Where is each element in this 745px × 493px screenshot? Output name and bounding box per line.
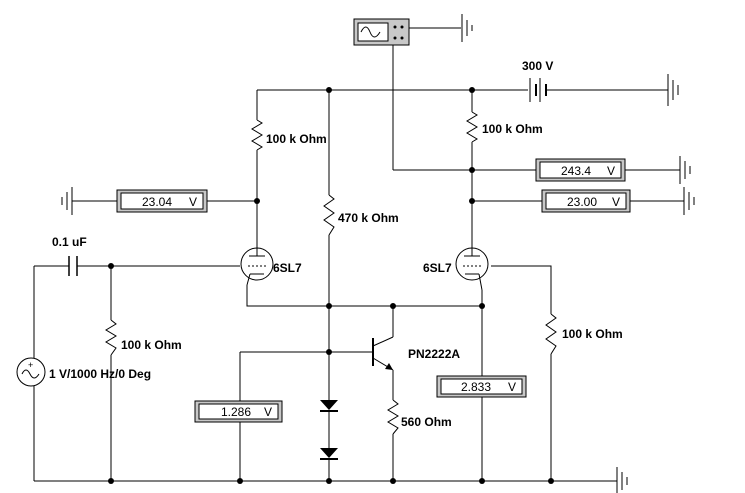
ac-source-icon: + <box>16 357 46 387</box>
resistor-icon <box>387 399 399 435</box>
svg-text:+: + <box>28 360 33 370</box>
meter5-unit: V <box>508 380 516 394</box>
r-grid2-label: 100 k Ohm <box>562 327 623 341</box>
resistor-icon <box>545 313 557 355</box>
ground-icon <box>667 74 679 106</box>
tube2-label: 6SL7 <box>423 261 452 275</box>
voltmeter-5[interactable]: 2.833 V <box>436 375 527 398</box>
meter3-unit: V <box>612 195 620 209</box>
ground-icon <box>679 156 691 184</box>
r-grid-label: 100 k Ohm <box>121 338 182 352</box>
voltmeter-4[interactable]: 1.286 V <box>194 400 283 423</box>
junction-dots <box>108 87 554 484</box>
meter3-value: 23.00 <box>567 195 597 209</box>
tube1-label: 6SL7 <box>273 261 302 275</box>
battery-label: 300 V <box>522 59 553 73</box>
meter2-unit: V <box>607 164 615 178</box>
transistor-icon <box>372 336 394 371</box>
source-label: 1 V/1000 Hz/0 Deg <box>49 367 151 381</box>
resistor-icon <box>105 319 117 356</box>
resistor-icon <box>251 119 263 151</box>
resistor-icon <box>323 194 335 236</box>
ground-icon <box>616 467 628 493</box>
meter1-unit: V <box>189 195 197 209</box>
r-plate1-label: 100 k Ohm <box>266 132 327 146</box>
meter1-value: 23.04 <box>142 195 172 209</box>
wiring <box>33 45 684 482</box>
r-470-label: 470 k Ohm <box>338 211 399 225</box>
meter4-value: 1.286 <box>221 405 251 419</box>
transistor-label: PN2222A <box>408 347 460 361</box>
vacuum-tube-icon <box>455 247 489 291</box>
capacitor-icon <box>64 256 82 276</box>
resistor-icon <box>466 111 478 143</box>
diode-icon <box>320 400 338 412</box>
voltmeter-2[interactable]: 243.4 V <box>535 158 626 182</box>
r-plate2-label: 100 k Ohm <box>482 122 543 136</box>
voltmeter-3[interactable]: 23.00 V <box>541 189 631 213</box>
r-emitter-label: 560 Ohm <box>401 415 452 429</box>
voltmeter-1[interactable]: 23.04 V <box>116 189 208 213</box>
ground-icon <box>683 187 695 215</box>
meter4-unit: V <box>264 405 272 419</box>
meter2-value: 243.4 <box>561 164 591 178</box>
vacuum-tube-icon <box>240 247 274 286</box>
ground-icon <box>61 187 73 215</box>
cap-label: 0.1 uF <box>52 235 87 249</box>
meter5-value: 2.833 <box>461 380 491 394</box>
diode-icon <box>320 448 338 460</box>
oscilloscope-icon[interactable] <box>353 18 410 46</box>
battery-icon <box>529 78 547 102</box>
ground-icon <box>461 14 473 42</box>
